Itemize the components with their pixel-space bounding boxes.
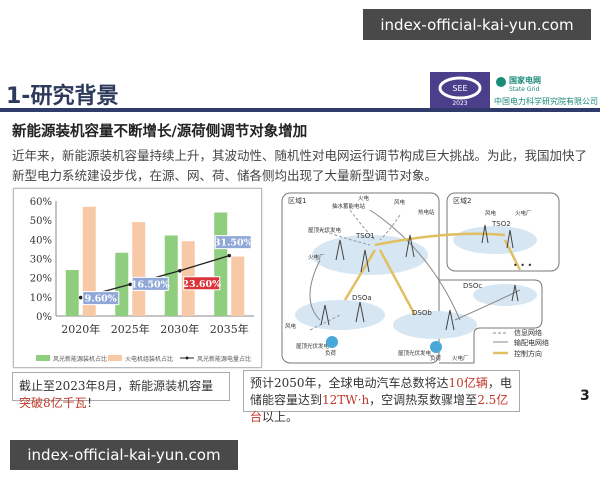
region2-box	[446, 192, 560, 272]
x-tick-label: 2025年	[111, 322, 150, 336]
legend-label: 风光新能源装机占比	[53, 355, 107, 363]
note-highlight: 2.5亿台	[250, 393, 509, 424]
node-label: 风电	[485, 209, 497, 217]
region1-label: 区域1	[288, 196, 306, 205]
node-label: 火电厂	[515, 209, 532, 217]
note-left: 截止至2023年8月，新能源装机容量突破8亿千瓦！	[12, 372, 230, 410]
legend-marker	[185, 356, 189, 360]
bar-thermal	[132, 222, 146, 316]
ellipsis: • • •	[513, 261, 532, 270]
data-label: 9.60%	[85, 294, 117, 305]
node-label: 火电	[358, 194, 370, 202]
legend-label: 风光新能源电量占比	[197, 355, 251, 363]
legend-label: 火电机组装机占比	[125, 355, 173, 363]
bar-renewable	[65, 270, 79, 316]
note-highlight: 10亿辆	[448, 376, 488, 390]
node-label: 火电厂	[452, 354, 469, 362]
watermark-bottom: index-official-kai-yun.com	[10, 440, 238, 470]
dsoc-label: DSOc	[463, 282, 482, 290]
node-label: 屋顶光伏发电	[308, 226, 342, 234]
note-highlight: 12TW·h	[322, 393, 370, 407]
tso2-label: TSO2	[491, 220, 511, 228]
note-text: 以上。	[262, 410, 299, 424]
logo: SEE 2023 国家电网 State Grid 中国电力科学研究院有限公司	[390, 72, 600, 108]
node-label: 负荷	[325, 349, 337, 357]
section-heading: 新能源装机容量不断增长/源荷侧调节对象增加	[12, 124, 308, 140]
node-label: 风电	[394, 198, 406, 206]
node-label: 抽水蓄能电站	[332, 202, 366, 210]
data-label: 16.50%	[131, 279, 170, 290]
y-tick-label: 50%	[30, 216, 52, 227]
data-label-box	[82, 291, 120, 306]
y-tick-label: 60%	[30, 197, 52, 208]
data-label: 23.60%	[182, 279, 221, 290]
note-right: 预计2050年，全球电动汽车总数将达10亿辆，电储能容量达到12TW·h，空调热…	[243, 370, 520, 424]
watermark-top: index-official-kai-yun.com	[363, 9, 591, 40]
node-label: 热电站	[418, 208, 435, 216]
network-diagram: 区域1 区域2 TSO1 TSO2 DSOa DSOb DSOc 抽水蓄能电站 …	[280, 190, 590, 365]
data-label-box	[183, 276, 221, 291]
region2-label: 区域2	[453, 196, 471, 205]
y-tick-label: 40%	[30, 235, 52, 246]
line-point	[177, 268, 182, 273]
note-text: 预计2050年，全球电动汽车总数将达	[250, 376, 449, 390]
y-tick-label: 10%	[30, 293, 52, 304]
logo-org-sub: 中国电力科学研究院有限公司	[494, 96, 598, 106]
dsoa-label: DSOa	[352, 294, 372, 302]
node-label: 屋顶光伏发电	[296, 342, 330, 350]
note-text: ！	[86, 396, 99, 410]
node-label: 火电厂	[308, 253, 325, 261]
x-tick-label: 2020年	[61, 322, 100, 336]
data-label: 31.50%	[214, 238, 253, 249]
legend-swatch	[36, 355, 50, 361]
y-tick-label: 20%	[30, 274, 52, 285]
bar-thermal	[231, 256, 245, 316]
logo-org-en: State Grid	[509, 86, 540, 93]
note-highlight: 突破8亿千瓦	[19, 396, 87, 410]
logo-org: 国家电网	[509, 75, 541, 85]
note-text: 截止至2023年8月，新能源装机容量	[19, 379, 214, 393]
legend-info-network: 信息网络	[514, 328, 542, 337]
legend-swatch	[108, 355, 122, 361]
title-rule	[0, 108, 600, 112]
y-tick-label: 30%	[30, 255, 52, 266]
data-label-box	[131, 276, 169, 291]
bar-thermal	[82, 206, 96, 316]
dsob-label: DSOb	[412, 309, 432, 317]
node-label: 负荷	[430, 354, 442, 362]
logo-badge-text: SEE	[452, 84, 467, 93]
line-point	[78, 295, 83, 300]
bar-renewable	[214, 212, 228, 316]
legend-power-network: 输配电网络	[514, 338, 549, 347]
x-tick-label: 2035年	[210, 322, 249, 336]
chart-svg: 0% 10% 20% 30% 40% 50% 60% 2020年 2025年 2030年 2035年…	[30, 197, 254, 363]
y-tick-label: 0%	[36, 312, 52, 323]
tso1-label: TSO1	[355, 232, 375, 240]
bar-renewable	[164, 235, 178, 316]
page-number: 3	[580, 388, 590, 404]
x-tick-label: 2030年	[160, 322, 199, 336]
line-point	[227, 253, 232, 258]
region1-box	[281, 192, 440, 364]
load-icon	[430, 341, 442, 353]
logo-badge-year: 2023	[452, 100, 467, 107]
note-text: ，电储能容量达到	[250, 376, 512, 407]
node-label: 风电	[285, 322, 297, 330]
data-label-box	[214, 235, 252, 250]
intro-paragraph: 近年来，新能源装机容量持续上升，其波动性、随机性对电网运行调节构成巨大挑战。为此…	[12, 148, 588, 183]
line-point	[128, 282, 133, 287]
slide-title: 1-研究背景	[6, 84, 119, 109]
bar-line-chart: 0% 10% 20% 30% 40% 50% 60% 2020年 2025年 2030年 2035年…	[13, 188, 262, 368]
node-label: 屋顶光伏发电	[398, 349, 432, 357]
note-text: ，空调热泵数骤增至	[369, 393, 478, 407]
bar-renewable	[115, 252, 129, 316]
legend-control-direction: 控制方向	[514, 349, 542, 358]
load-icon	[326, 336, 338, 348]
